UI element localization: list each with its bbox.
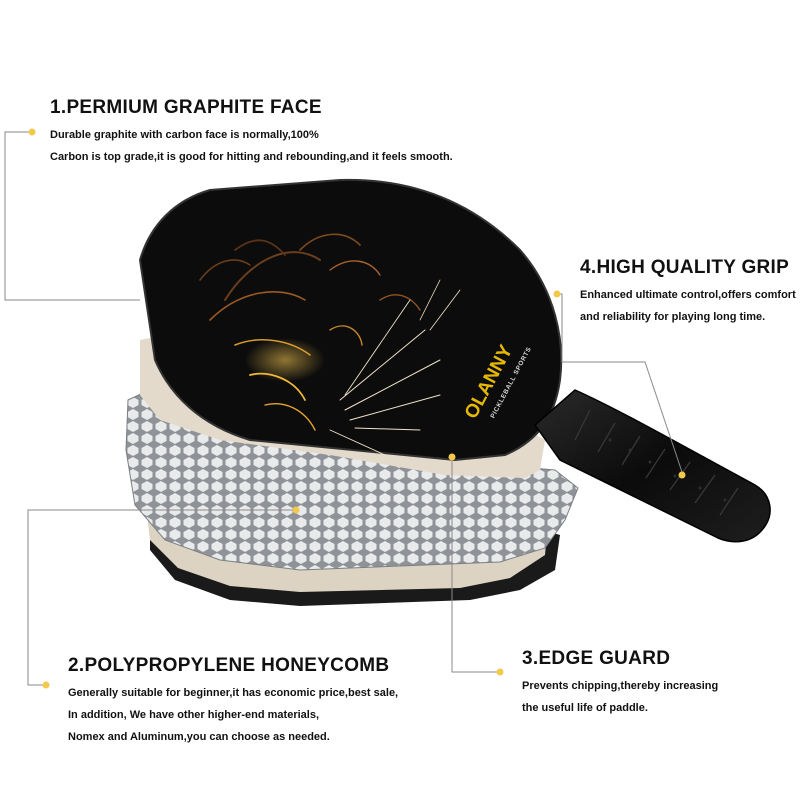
description-line: Durable graphite with carbon face is nor… — [50, 129, 319, 141]
feature-graphite-face-heading: 1.PERMIUM GRAPHITE FACE — [50, 97, 322, 118]
callout-dot-honeycomb-label — [42, 681, 50, 689]
feature-grip-description: Enhanced ultimate control,offers comfort… — [580, 284, 796, 328]
description-line: Prevents chipping,thereby increasing — [522, 680, 719, 692]
callout-lines — [4, 131, 683, 686]
callout-dots — [28, 128, 686, 689]
description-line: Carbon is top grade,it is good for hitti… — [50, 151, 453, 163]
description-line: the useful life of paddle. — [522, 702, 648, 714]
graphite-face-layer: OLANNY PICKLEBALL SPORTS — [138, 178, 563, 462]
feature-grip-heading: 4.HIGH QUALITY GRIP — [580, 257, 790, 278]
callout-dot-grip-end — [678, 471, 686, 479]
callout-dot-graphite-face — [28, 128, 36, 136]
callout-dot-grip — [553, 290, 561, 298]
feature-edge-guard-heading: 3.EDGE GUARD — [522, 648, 671, 669]
description-line: and reliability for playing long time. — [580, 311, 766, 323]
feature-honeycomb-description: Generally suitable for beginner,it has e… — [68, 682, 398, 748]
description-line: Enhanced ultimate control,offers comfort — [580, 289, 796, 301]
description-line: Generally suitable for beginner,it has e… — [68, 687, 399, 699]
description-line: Nomex and Aluminum,you can choose as nee… — [68, 731, 330, 743]
callout-dot-edge-guard-label — [496, 668, 504, 676]
feature-edge-guard-description: Prevents chipping,thereby increasing the… — [522, 675, 718, 719]
callout-dot-edge-guard — [448, 453, 456, 461]
description-line: In addition, We have other higher-end ma… — [68, 709, 320, 721]
feature-graphite-face-description: Durable graphite with carbon face is nor… — [50, 124, 453, 168]
grip-handle — [533, 389, 771, 543]
callout-dot-honeycomb — [292, 506, 300, 514]
feature-honeycomb-heading: 2.POLYPROPYLENE HONEYCOMB — [68, 655, 390, 676]
